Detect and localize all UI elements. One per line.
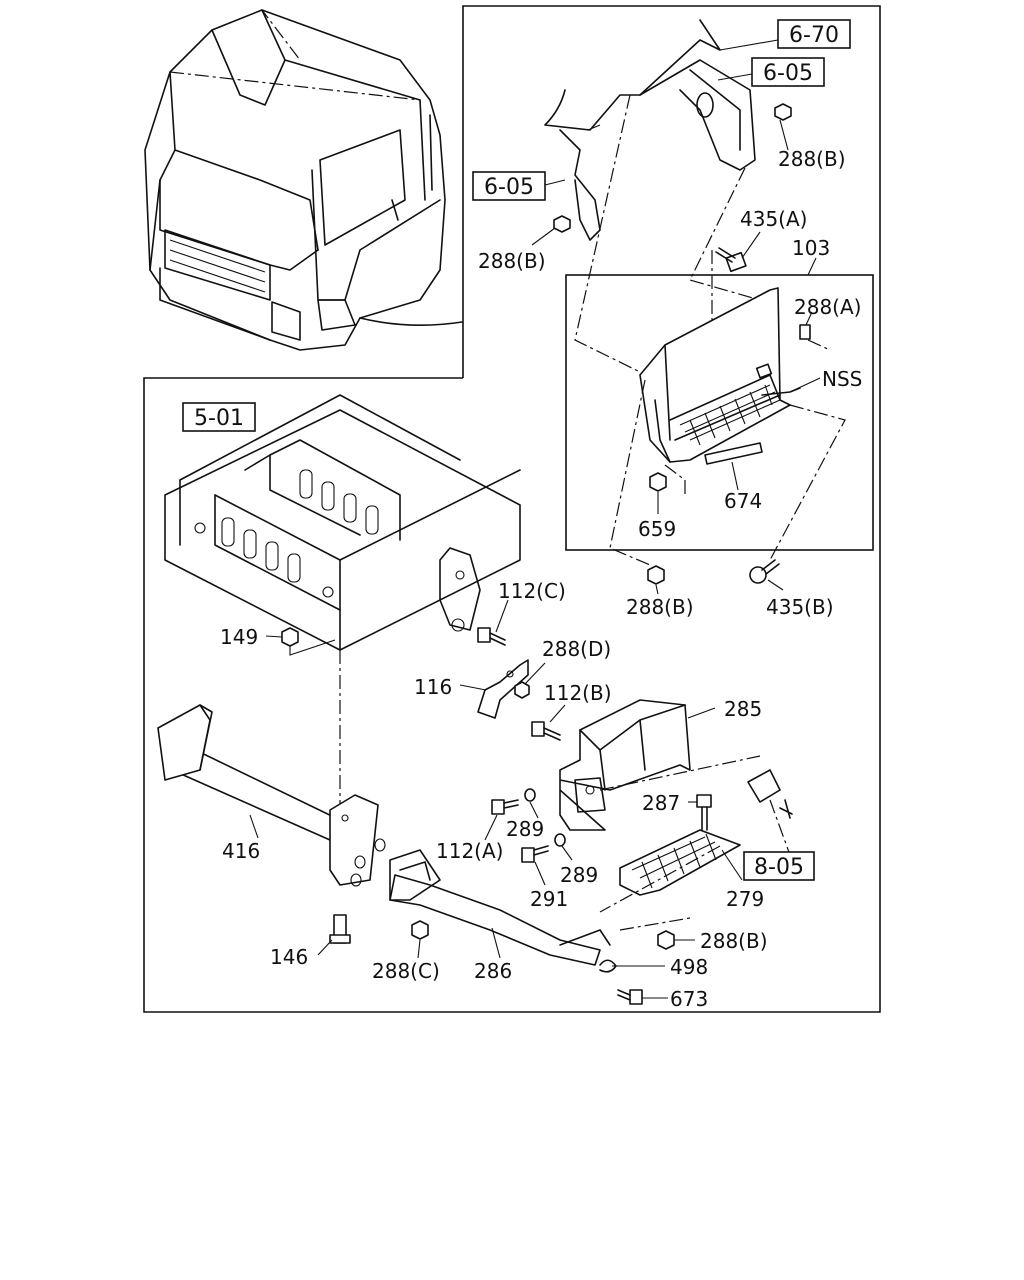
label-112c: 112(C) xyxy=(498,579,566,603)
label-291: 291 xyxy=(530,887,568,911)
nut-149 xyxy=(281,627,299,647)
nut-659 xyxy=(649,472,667,492)
label-416: 416 xyxy=(222,839,260,863)
label-673: 673 xyxy=(670,987,708,1011)
bolt-291 xyxy=(521,845,549,863)
ref-6-70-text: 6-70 xyxy=(789,23,839,48)
nut-288b-left xyxy=(553,215,571,233)
bolt-435b xyxy=(749,559,780,584)
ref-box-6-05-top: 6-05 xyxy=(751,57,825,87)
label-112b: 112(B) xyxy=(544,681,612,705)
bolt-112c xyxy=(477,627,506,646)
label-659: 659 xyxy=(638,517,676,541)
ref-8-05-text: 8-05 xyxy=(754,855,804,880)
label-435a: 435(A) xyxy=(740,207,807,231)
nut-288b-low xyxy=(657,930,675,950)
chassis-frame xyxy=(164,394,521,651)
diagram-frames xyxy=(143,5,881,1013)
step-tread-grid xyxy=(679,384,781,446)
bracket-116 xyxy=(477,659,529,719)
label-288d: 288(D) xyxy=(542,637,611,661)
washer-289b xyxy=(554,833,566,847)
label-288b-left: 288(B) xyxy=(478,249,546,273)
ref-6-05-left-text: 6-05 xyxy=(484,175,534,200)
label-149: 149 xyxy=(220,625,258,649)
label-288b-top: 288(B) xyxy=(778,147,846,171)
label-116: 116 xyxy=(414,675,452,699)
label-103: 103 xyxy=(792,236,830,260)
label-nss: NSS xyxy=(822,367,862,391)
nut-288d xyxy=(514,681,530,699)
step-279-grid xyxy=(631,833,717,889)
label-289a: 289 xyxy=(506,817,544,841)
label-285: 285 xyxy=(724,697,762,721)
ref-box-5-01: 5-01 xyxy=(182,402,256,432)
nut-288b-mid xyxy=(647,565,665,585)
label-674: 674 xyxy=(724,489,762,513)
pipe-286 xyxy=(389,874,601,966)
label-112a: 112(A) xyxy=(436,839,503,863)
ref-box-6-05-left: 6-05 xyxy=(472,171,546,201)
label-288c: 288(C) xyxy=(372,959,440,983)
washer-289a xyxy=(524,788,536,802)
bolt-146 xyxy=(329,914,351,944)
ref-box-6-70: 6-70 xyxy=(777,19,851,49)
label-498: 498 xyxy=(670,955,708,979)
frame-slots xyxy=(221,469,379,583)
label-288b-low: 288(B) xyxy=(700,929,768,953)
label-286: 286 xyxy=(474,959,512,983)
bolt-287 xyxy=(696,794,712,831)
label-435b: 435(B) xyxy=(766,595,834,619)
step-assembly-top xyxy=(544,19,874,585)
label-146: 146 xyxy=(270,945,308,969)
bolt-435a xyxy=(715,247,747,273)
bolt-112a xyxy=(491,799,519,815)
nut-288b-top xyxy=(774,103,792,121)
part-labels: 288(B) 288(B) 435(A) 103 288(A) NSS 659 … xyxy=(220,147,862,1011)
plate-674 xyxy=(704,442,763,465)
label-288a: 288(A) xyxy=(794,295,861,319)
leader-lines xyxy=(249,39,821,999)
plate-8-05 xyxy=(747,769,781,803)
bolt-673 xyxy=(617,989,643,1005)
label-288b-mid: 288(B) xyxy=(626,595,694,619)
lower-step-assembly xyxy=(157,627,793,1005)
bolt-112b xyxy=(531,721,561,741)
nut-288c xyxy=(411,920,429,940)
clip-288a xyxy=(799,324,811,340)
ref-box-8-05: 8-05 xyxy=(743,851,815,881)
bracket-285 xyxy=(559,699,691,831)
ref-5-01-text: 5-01 xyxy=(194,406,244,431)
ref-6-05-top-text: 6-05 xyxy=(763,61,813,86)
label-279: 279 xyxy=(726,887,764,911)
truck-cab-illustration xyxy=(144,9,463,351)
label-289b: 289 xyxy=(560,863,598,887)
label-287: 287 xyxy=(642,791,680,815)
